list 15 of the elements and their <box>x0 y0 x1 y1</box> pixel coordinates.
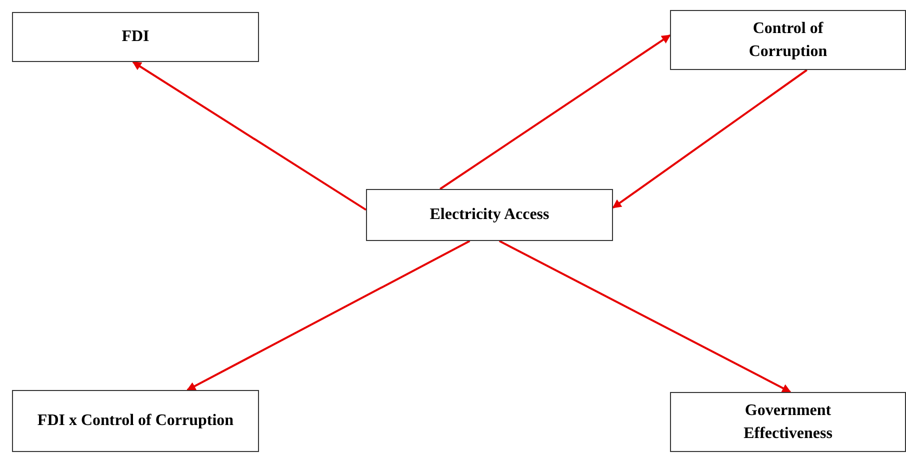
text-box <box>12 12 259 62</box>
text-box <box>670 10 906 70</box>
arrow <box>498 240 792 393</box>
box-label: Control of Corruption <box>748 18 828 62</box>
box-label: Government Effectiveness <box>742 400 834 444</box>
arrow <box>440 34 671 190</box>
text-box <box>366 189 613 241</box>
text-box <box>670 392 906 452</box>
arrow <box>612 69 808 209</box>
arrow <box>186 240 470 391</box>
text-box <box>12 390 259 452</box>
box-label: FDI x Control of Corruption <box>37 411 234 432</box>
box-label: FDI <box>122 27 150 48</box>
arrow <box>132 61 367 211</box>
box-label: Electricity Access <box>430 205 550 226</box>
